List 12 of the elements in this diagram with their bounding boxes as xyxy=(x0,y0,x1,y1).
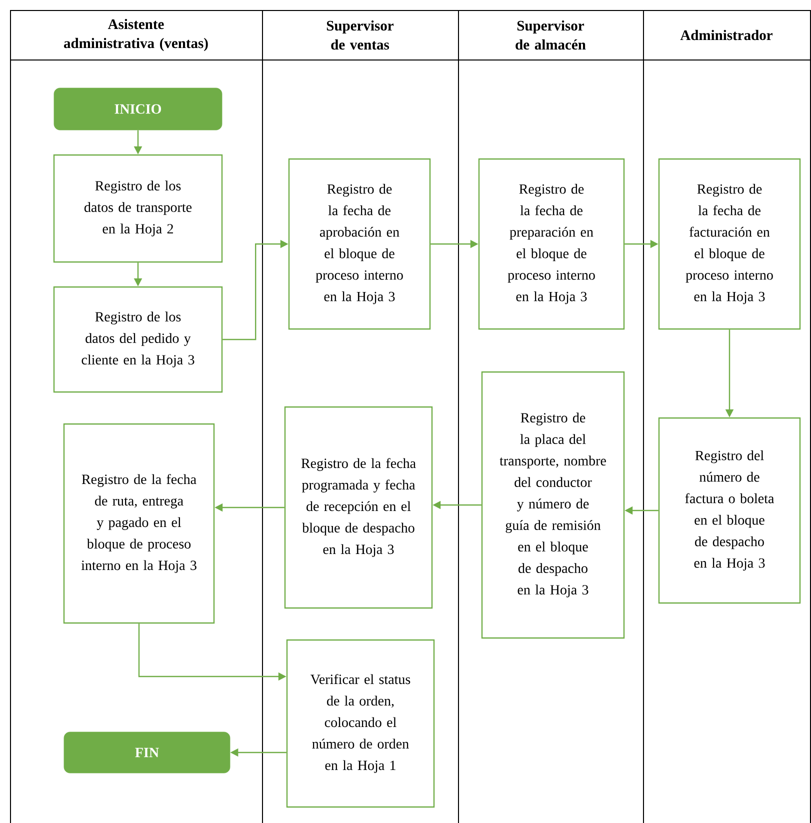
process-box: Registro de la fecha de preparación en el bloque de proceso interno en la Hoja 3 xyxy=(478,158,625,330)
process-box: Registro de los datos de transporte en la Hoja 2 xyxy=(53,154,223,263)
terminal-box: FIN xyxy=(64,732,230,774)
process-box: Registro de la fecha de aprobación en el bloque de proceso interno en la Hoja 3 xyxy=(288,158,431,330)
process-box: Registro de la fecha de ruta, entrega y pagado en el bloque de proceso interno en la Hoja 3 xyxy=(63,423,215,624)
process-box: Registro del número de factura o boleta en el bloque de despacho en la Hoja 3 xyxy=(658,417,801,604)
process-box: Registro de la fecha programada y fecha de recepción en el bloque de despacho en la Hoja 3 xyxy=(284,406,433,609)
process-box: Registro de la placa del transporte, nombre del conductor y número de guía de remisión en el bloque de despacho en la Hoja 3 xyxy=(481,371,625,639)
terminal-box: INICIO xyxy=(54,88,222,130)
process-box: Registro de los datos del pedido y cliente en la Hoja 3 xyxy=(53,286,223,393)
process-box: Registro de la fecha de facturación en el bloque de proceso interno en la Hoja 3 xyxy=(658,158,801,330)
process-box: Verificar el status de la orden, colocando el número de orden en la Hoja 1 xyxy=(286,639,435,808)
